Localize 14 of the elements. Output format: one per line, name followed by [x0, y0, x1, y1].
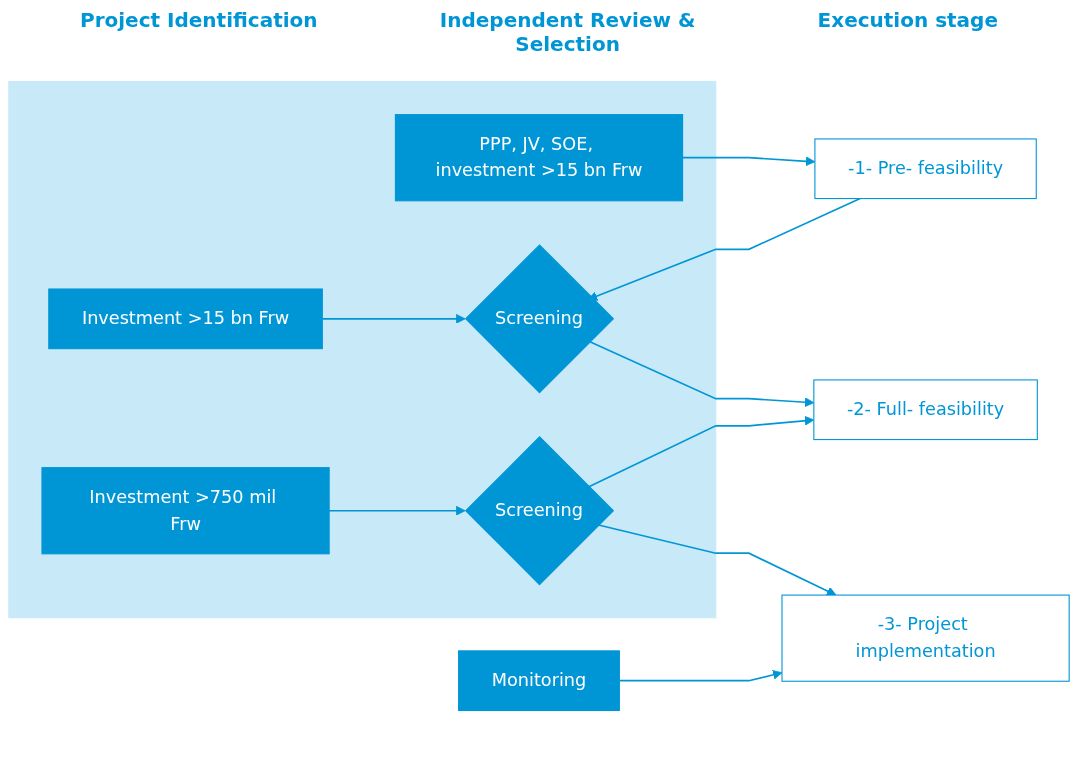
- node-box: PPP, JV, SOE, investment >15 bn Frw: [394, 114, 684, 202]
- node-box: -2- Full- feasibility: [813, 379, 1038, 441]
- node-box: Investment >15 bn Frw: [48, 288, 323, 350]
- node-diamond: Screening: [464, 244, 615, 394]
- node-box: Monitoring: [458, 650, 620, 712]
- node-box: -3- Project implementation: [781, 594, 1070, 682]
- cluster: [8, 80, 717, 619]
- node-box: -1- Pre- feasibility: [814, 138, 1037, 200]
- column-heading: Execution stage: [817, 8, 998, 34]
- node-box: Investment >750 mil Frw: [41, 467, 330, 555]
- node-diamond: Screening: [464, 436, 615, 586]
- arrow: [597, 524, 837, 596]
- column-heading: Project Identification: [80, 8, 318, 34]
- column-heading: Independent Review & Selection: [438, 8, 697, 56]
